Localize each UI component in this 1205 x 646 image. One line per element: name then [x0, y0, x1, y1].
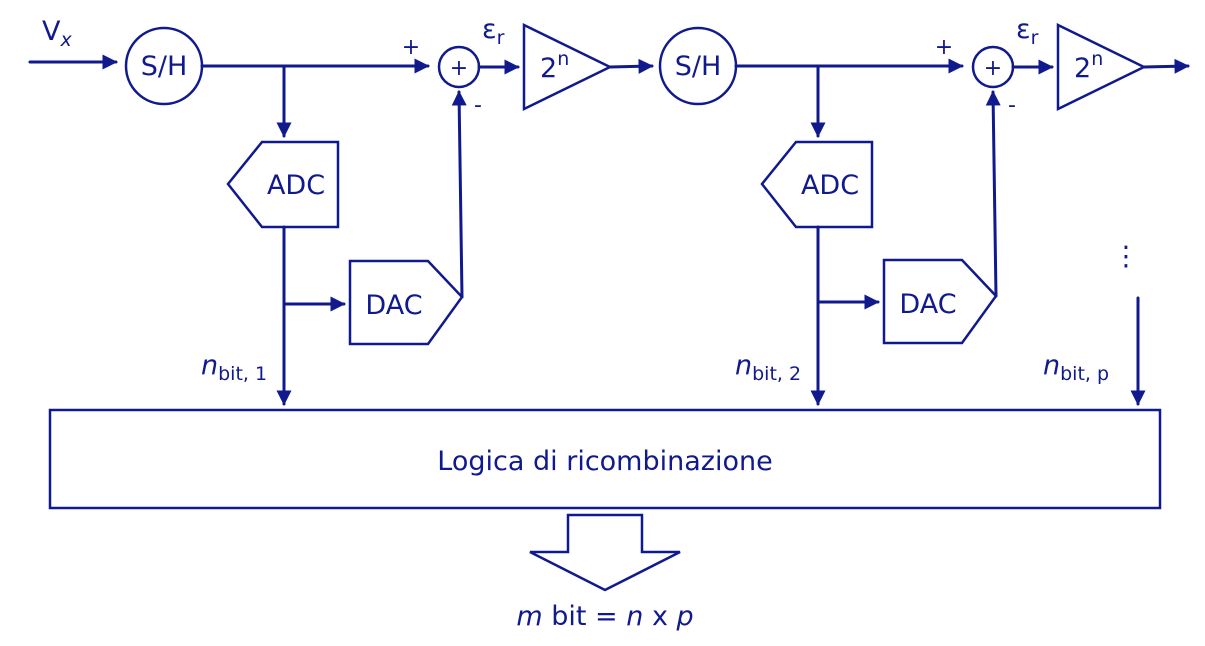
sample-hold-1-label: S/H: [141, 51, 188, 82]
dac2-to-sum2-wire: [985, 90, 1001, 298]
sum2-plus-sign: +: [935, 35, 953, 60]
adc-1-label: ADC: [267, 170, 325, 201]
error-label-1: εr: [482, 14, 505, 49]
recombination-logic-label: Logica di ricombinazione: [437, 446, 772, 477]
dac-1: [348, 259, 464, 346]
recombination-logic-block: [48, 408, 1162, 510]
sum1-minus-sign: -: [474, 93, 482, 118]
error-label-2: εr: [1016, 14, 1039, 49]
input-label: Vx: [42, 16, 72, 51]
stage-1: S/H ADC DAC + + - εr 2n nbit, 1: [124, 14, 654, 406]
gain-amp-2: [1056, 22, 1147, 112]
gain-amp-2-label: 2n: [1074, 48, 1103, 84]
bits-label-p: nbit, p: [1043, 350, 1109, 385]
adc-2: [760, 140, 874, 229]
dac-1-label: DAC: [365, 290, 422, 321]
dac1-to-sum1-wire: [451, 90, 467, 299]
stage-p: ⋮ nbit, p: [1043, 241, 1146, 406]
dac-2-label: DAC: [899, 289, 956, 320]
bits-label-1: nbit, 1: [201, 350, 267, 385]
amp2-output-wire: [1142, 58, 1190, 74]
summing-node-2-symbol: +: [984, 56, 1002, 81]
gain-amp-1: [522, 22, 613, 112]
summing-node-1-symbol: +: [450, 56, 468, 81]
gain-amp-1-label: 2n: [540, 48, 569, 84]
adc-2-label: ADC: [801, 170, 859, 201]
stage-2: S/H ADC DAC + + - εr 2n nbit, 2: [658, 14, 1190, 406]
bits-label-2: nbit, 2: [735, 350, 801, 385]
sum2-minus-sign: -: [1008, 93, 1016, 118]
sum1-plus-sign: +: [402, 35, 420, 60]
output-arrow: [529, 513, 681, 592]
dac-2: [882, 258, 998, 345]
sample-hold-2-label: S/H: [675, 51, 722, 82]
ellipsis: ⋮: [1113, 241, 1140, 272]
adc-1: [226, 140, 340, 229]
amp1-to-sh2-wire: [608, 58, 654, 74]
output-formula: m bit = n x p: [516, 601, 693, 632]
